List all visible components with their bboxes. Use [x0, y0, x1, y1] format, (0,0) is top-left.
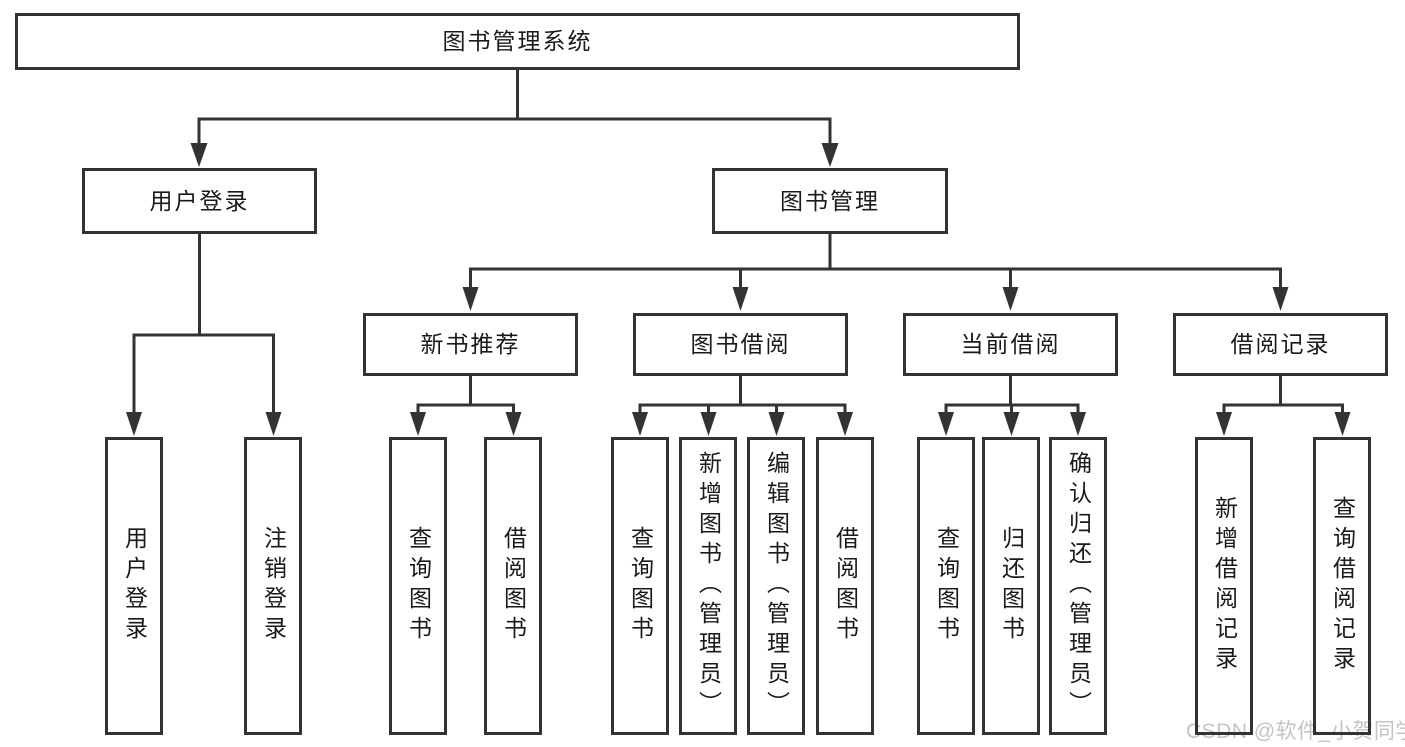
node-borrow-record-label: 借阅记录 [1230, 331, 1331, 357]
arrowhead [938, 412, 954, 436]
node-borrow-record: 借阅记录 [1173, 313, 1388, 376]
node-new-book-rec: 新书推荐 [363, 313, 578, 376]
leaf-user-login-label: 用户登录 [121, 526, 148, 646]
arrowhead [821, 143, 839, 167]
leaf-query-book-rec: 查询图书 [389, 437, 447, 735]
arrowhead [1334, 412, 1351, 436]
node-current-borrow: 当前借阅 [903, 313, 1118, 376]
arrowhead [1272, 287, 1289, 311]
connector-root [190, 70, 839, 167]
leaf-borrow-book: 借阅图书 [816, 437, 874, 735]
leaf-add-book-label: 新增图书（管理员） [695, 451, 722, 721]
arrowhead [1070, 412, 1086, 436]
arrowhead [265, 412, 282, 436]
arrowhead [1003, 412, 1020, 436]
leaf-query-borrow-record-label: 查询借阅记录 [1329, 496, 1356, 676]
connector-new-book-rec [410, 376, 522, 436]
node-new-book-rec-label: 新书推荐 [420, 331, 521, 357]
arrowhead [190, 143, 208, 167]
leaf-borrow-book-rec-label: 借阅图书 [500, 526, 527, 646]
arrowhead [410, 412, 426, 436]
arrowhead [700, 412, 717, 436]
connector-book-borrow [632, 376, 853, 436]
leaf-borrow-book-label: 借阅图书 [832, 526, 859, 646]
arrowhead [126, 412, 142, 436]
node-book-mgmt: 图书管理 [712, 168, 948, 234]
leaf-query-book-borrow-label: 查询图书 [627, 526, 654, 646]
leaf-add-borrow-record-label: 新增借阅记录 [1211, 496, 1238, 676]
connector-current-borrow [938, 376, 1086, 436]
leaf-confirm-return: 确认归还（管理员） [1049, 437, 1107, 735]
connector-user-login [126, 234, 282, 436]
leaf-add-book: 新增图书（管理员） [679, 437, 737, 735]
leaf-logout: 注销登录 [244, 437, 302, 735]
arrowhead [505, 412, 522, 436]
leaf-return-book: 归还图书 [982, 437, 1040, 735]
arrowhead [1002, 287, 1019, 311]
node-book-borrow: 图书借阅 [633, 313, 848, 376]
leaf-return-book-label: 归还图书 [998, 526, 1025, 646]
leaf-edit-book-label: 编辑图书（管理员） [763, 451, 790, 721]
arrowhead [732, 287, 749, 311]
node-user-login-label: 用户登录 [149, 187, 250, 214]
leaf-query-book-current-label: 查询图书 [933, 526, 960, 646]
leaf-user-login: 用户登录 [105, 437, 163, 735]
node-book-borrow-label: 图书借阅 [690, 331, 791, 357]
leaf-confirm-return-label: 确认归还（管理员） [1065, 451, 1092, 721]
leaf-logout-label: 注销登录 [260, 526, 287, 646]
node-root-label: 图书管理系统 [442, 28, 593, 54]
leaf-query-book-borrow: 查询图书 [611, 437, 669, 735]
leaf-query-book-rec-label: 查询图书 [405, 526, 432, 646]
arrowhead [462, 287, 479, 311]
arrowhead [768, 412, 785, 436]
node-current-borrow-label: 当前借阅 [960, 331, 1061, 357]
leaf-add-borrow-record: 新增借阅记录 [1195, 437, 1253, 735]
arrowhead [1216, 412, 1232, 436]
leaf-query-borrow-record: 查询借阅记录 [1313, 437, 1371, 735]
leaf-borrow-book-rec: 借阅图书 [484, 437, 542, 735]
connector-book-mgmt [462, 234, 1289, 311]
arrowhead [632, 412, 648, 436]
node-book-mgmt-label: 图书管理 [780, 187, 880, 214]
node-user-login: 用户登录 [82, 168, 317, 234]
leaf-edit-book: 编辑图书（管理员） [747, 437, 805, 735]
arrowhead [837, 412, 853, 436]
csdn-watermark: CSDN @软件_小贺同学 [1186, 720, 1405, 743]
node-root: 图书管理系统 [15, 13, 1020, 70]
connector-borrow-record [1216, 376, 1351, 436]
leaf-query-book-current: 查询图书 [917, 437, 975, 735]
